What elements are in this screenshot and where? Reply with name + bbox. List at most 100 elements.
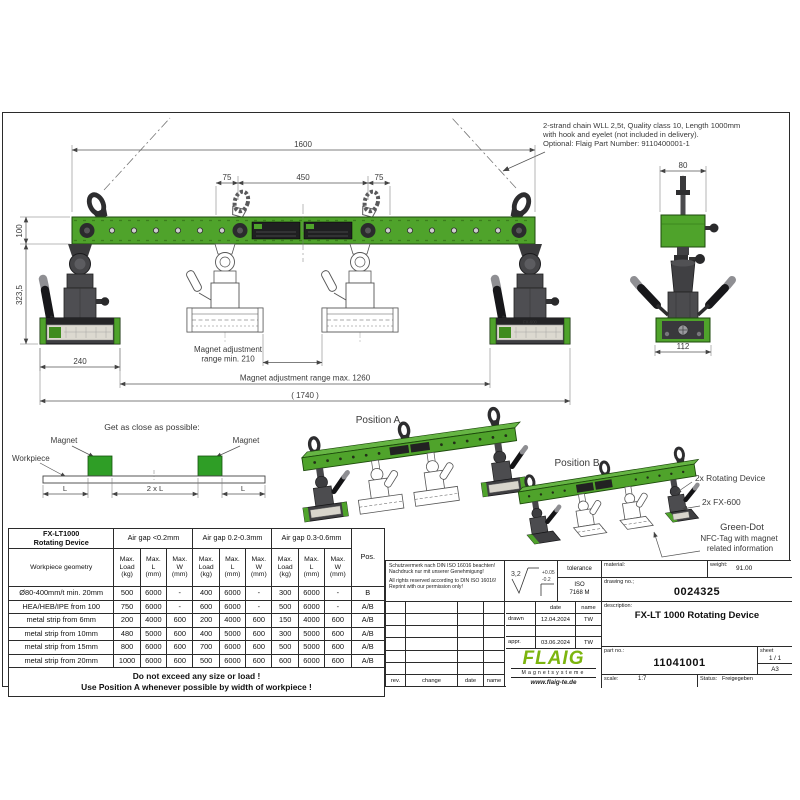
- subheader-l: Max.L(mm): [218, 548, 247, 587]
- surface-finish-cell: 3,2 +0.05 -0.2: [505, 561, 558, 602]
- value-cell: 500: [271, 599, 299, 614]
- revision-cell: [458, 662, 484, 675]
- dim-240: 240: [73, 357, 87, 366]
- value-cell: 200: [192, 613, 220, 628]
- revision-cell: [406, 662, 458, 675]
- nfc-label-line3: related information: [707, 544, 773, 553]
- value-cell: -: [166, 599, 194, 614]
- scale-value: 1:7: [638, 676, 647, 682]
- front-dimensions: [20, 145, 571, 405]
- value-cell: 5000: [297, 640, 326, 655]
- flaig-logo-box: FLAIG Magnetsysteme www.flaig-te.de: [506, 649, 602, 688]
- subheader-w: Max.W(mm): [166, 548, 194, 587]
- flaig-logo-subtitle: Magnetsysteme: [511, 668, 596, 676]
- edge-plus-value: +0.05: [542, 570, 555, 576]
- pos-a-unit-colored-right: [480, 442, 529, 498]
- sheet-cell: sheet 1 / 1: [758, 647, 792, 664]
- tolerance-label: tolerance: [558, 561, 602, 578]
- value-cell: 600: [245, 640, 273, 655]
- dim-75-right: 75: [375, 173, 384, 182]
- pos-header: Pos.: [350, 528, 386, 587]
- front-view: FX-600: [15, 117, 571, 405]
- value-cell: 4000: [139, 613, 168, 628]
- table-row: metal strip from 20mm 1000 6000 600 500 …: [7, 653, 386, 668]
- pos-a-unit-outline-1: [357, 459, 405, 515]
- revision-cell: [386, 662, 406, 675]
- value-cell: 600: [245, 613, 273, 628]
- value-cell: 600: [271, 653, 299, 668]
- warning-note-line1: Do not exceed any size or load !: [132, 670, 261, 681]
- value-cell: 300: [271, 626, 299, 641]
- air-gap-header-2: Air gap 0.2-0.3mm: [192, 528, 273, 549]
- description-value: FX-LT 1000 Rotating Device: [634, 610, 760, 621]
- value-cell: 6000: [218, 640, 247, 655]
- subheader-load: Max.Load(kg): [271, 548, 299, 587]
- value-cell: 150: [271, 613, 299, 628]
- value-cell: 750: [113, 599, 141, 614]
- value-cell: 500: [113, 586, 141, 601]
- dim-2xl: 2 x L: [147, 484, 163, 493]
- geometry-cell: metal strip from 6mm: [7, 613, 115, 628]
- subheader-w: Max.W(mm): [324, 548, 352, 587]
- part-no-value: 11041001: [653, 657, 706, 669]
- revision-cell: [386, 650, 406, 663]
- value-cell: 1000: [113, 653, 141, 668]
- revision-cell: [484, 662, 505, 675]
- scale-label: scale:: [604, 676, 619, 682]
- value-cell: 400: [192, 586, 220, 601]
- warning-note-line2: Use Position A whenever possible by widt…: [81, 682, 312, 692]
- value-cell: 6000: [139, 653, 168, 668]
- tolerance-iso: ISO: [574, 582, 585, 588]
- value-cell: 300: [271, 586, 299, 601]
- value-cell: 700: [192, 640, 220, 655]
- close-diagram: Get as close as possible: Magnet Magnet …: [12, 422, 266, 498]
- drawn-date: 12.04.2024: [536, 614, 576, 626]
- value-cell: 500: [192, 653, 220, 668]
- value-cell: 6000: [218, 599, 247, 614]
- nfc-label-line1: Green-Dot: [720, 521, 764, 532]
- subheader-w: Max.W(mm): [245, 548, 273, 587]
- adj-min-line2: range min. 210: [201, 355, 255, 364]
- part-no-cell: part no.: 11041001: [602, 647, 758, 675]
- flaig-website: www.flaig-te.de: [511, 677, 596, 686]
- revision-cell: [484, 626, 505, 639]
- workpiece-label: Workpiece: [12, 454, 50, 463]
- value-cell: 5000: [139, 626, 168, 641]
- value-cell: 6000: [297, 599, 326, 614]
- revision-label-row: rev. change date name: [386, 675, 506, 687]
- chain-note-line1: 2-strand chain WLL 2,5t, Quality class 1…: [543, 121, 740, 130]
- copyright-de1: Schutzvermerk nach DIN ISO 16016 beachte…: [389, 563, 496, 569]
- geometry-cell: Ø80-400mm/t min. 20mm: [7, 586, 115, 601]
- pos-cell: B: [350, 586, 386, 601]
- table-row: metal strip from 10mm 480 5000 600 400 5…: [7, 626, 386, 641]
- position-a-label: Position A: [356, 415, 401, 426]
- value-cell: -: [324, 586, 352, 601]
- beam-holes: [109, 227, 501, 234]
- chain-note: 2-strand chain WLL 2,5t, Quality class 1…: [502, 121, 740, 172]
- date-header: date: [536, 602, 576, 614]
- revision-cell: [406, 626, 458, 639]
- revision-cell: [458, 638, 484, 651]
- revision-cell: [484, 638, 505, 651]
- table-row: Ø80-400mm/t min. 20mm 500 6000 - 400 600…: [7, 586, 386, 601]
- chain-note-line3: Optional: Flaig Part Number: 9110400001-…: [543, 139, 690, 148]
- value-cell: 6000: [139, 586, 168, 601]
- value-cell: 6000: [297, 653, 326, 668]
- magnet-unit-left: [38, 244, 121, 345]
- copyright-en1: All rights reserved according to DIN ISO…: [389, 578, 497, 584]
- subheader-load: Max.Load(kg): [113, 548, 141, 587]
- value-cell: 5000: [297, 626, 326, 641]
- revision-cell: [406, 650, 458, 663]
- value-cell: 4000: [218, 613, 247, 628]
- adj-max: Magnet adjustment range max. 1260: [240, 374, 371, 383]
- pos-b-unit-colored-right: [664, 479, 700, 523]
- description-label: description:: [604, 603, 633, 609]
- appr-name: TW: [576, 637, 602, 649]
- value-cell: -: [245, 599, 273, 614]
- value-cell: 600: [166, 626, 194, 641]
- nfc-label-line2: NFC-Tag with magnet: [700, 534, 778, 543]
- pos-cell: A/B: [350, 613, 386, 628]
- drawn-name: TW: [576, 614, 602, 626]
- spec-device-header: FX-LT1000 Rotating Device: [7, 528, 115, 549]
